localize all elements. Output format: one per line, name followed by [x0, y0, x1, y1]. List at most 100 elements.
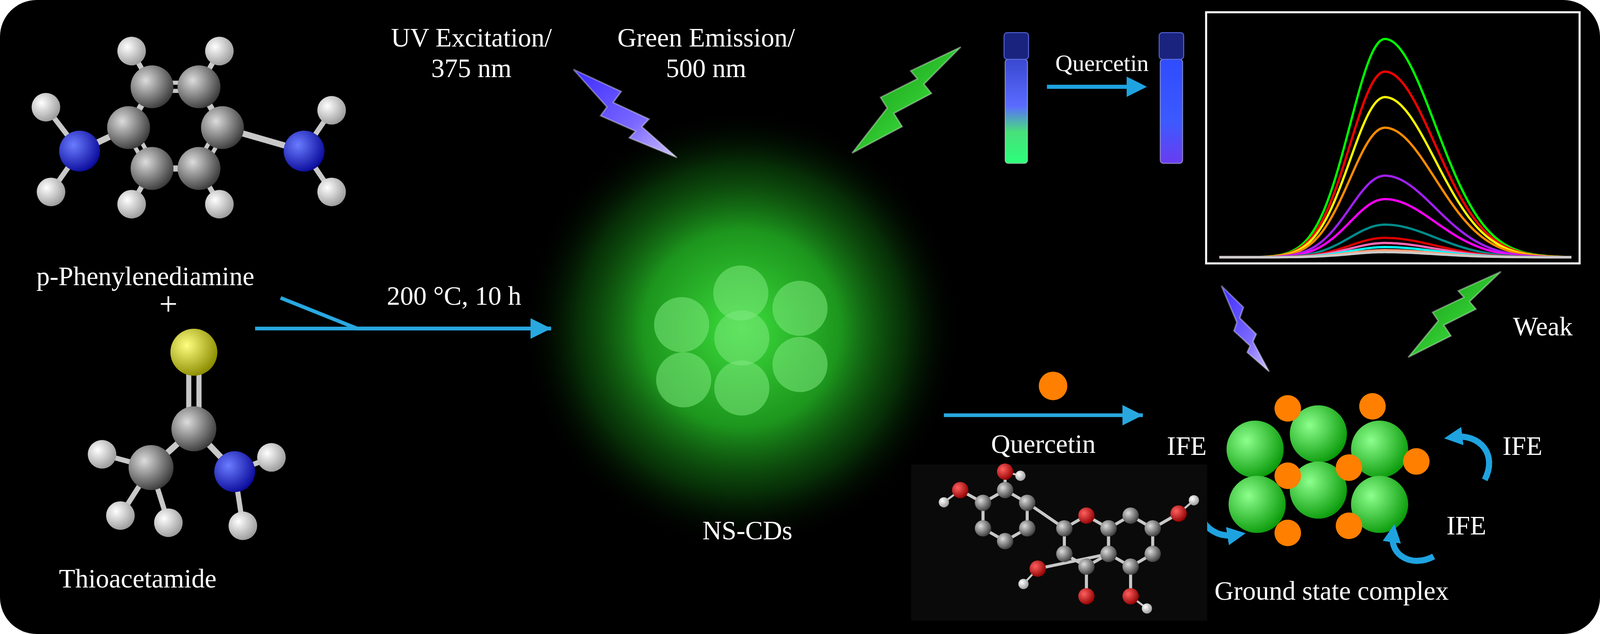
- atom: [974, 520, 992, 537]
- atom: [1170, 505, 1187, 522]
- atom: [171, 406, 217, 452]
- atom: [1144, 545, 1161, 563]
- edge-label: Quercetin: [991, 428, 1096, 460]
- reactant-molecule: p-Phenylenediamine: [10, 10, 281, 298]
- quercetin-dot: [1274, 462, 1301, 490]
- atom: [36, 177, 66, 207]
- molecule-panel: [911, 464, 1208, 622]
- atom: [1078, 558, 1095, 575]
- atom: [1018, 494, 1036, 511]
- spectrum-curve: [1219, 252, 1572, 258]
- spectrum-curve: [1219, 127, 1572, 258]
- vial-body: [1005, 59, 1028, 164]
- atom: [1078, 507, 1095, 524]
- atom: [996, 532, 1014, 550]
- atom: [996, 481, 1014, 499]
- atom: [128, 445, 174, 491]
- atom: [1100, 545, 1117, 563]
- carbon-dot: [1228, 475, 1286, 533]
- atom: [1100, 545, 1117, 563]
- atom: [1122, 558, 1139, 575]
- reactant-molecule: Thioacetamide: [20, 306, 256, 602]
- atom: [177, 65, 221, 109]
- uv-bolt: [1221, 286, 1270, 372]
- atom: [1029, 560, 1046, 577]
- ife-arrow: [1455, 436, 1490, 480]
- vial-cap: [1004, 32, 1029, 60]
- atom: [201, 106, 245, 149]
- atom: [938, 497, 950, 508]
- plus-sign: +: [159, 285, 178, 323]
- atom: [1056, 520, 1073, 537]
- quercetin-dot: [1335, 512, 1363, 540]
- atom: [1015, 470, 1026, 482]
- spectrum-curve: [1219, 97, 1572, 258]
- carbon-dot: [714, 360, 770, 416]
- node-label: Ground state complex: [1214, 575, 1449, 607]
- atom: [952, 481, 969, 499]
- atom: [170, 328, 218, 376]
- emission-bolt: [852, 46, 961, 154]
- atom: [107, 106, 151, 149]
- atom: [974, 494, 992, 511]
- carbon-dot: [772, 280, 828, 336]
- reaction-arrow: [255, 326, 551, 331]
- intensity-label: Weak: [1513, 311, 1573, 342]
- spectrum-curve: [1219, 237, 1572, 258]
- quercetin-dot: [1402, 448, 1430, 475]
- atom: [1122, 588, 1139, 605]
- atom: [31, 93, 61, 122]
- atom: [130, 146, 174, 190]
- atom: [87, 440, 117, 469]
- spectrum-curve: [1219, 39, 1572, 258]
- atom: [177, 146, 221, 190]
- atom: [154, 508, 183, 538]
- quercetin-dot: [1274, 519, 1301, 547]
- atom: [1100, 520, 1117, 537]
- spectrum-curve: [1219, 247, 1572, 258]
- atom: [283, 130, 325, 172]
- atom: [205, 36, 234, 66]
- atom: [996, 463, 1014, 480]
- atom: [1122, 507, 1139, 524]
- carbon-dot: [656, 352, 712, 408]
- atom: [117, 189, 147, 219]
- node-label: Thioacetamide: [58, 563, 217, 595]
- atom: [1018, 579, 1029, 590]
- emission-label: Green Emission/ 500 nm: [610, 22, 802, 84]
- spectrum-curve: [1219, 71, 1572, 258]
- ife-arrow: [1392, 534, 1434, 561]
- carbon-dots: NS-CDs: [550, 122, 944, 557]
- spectrum-curve: [1219, 250, 1572, 258]
- node-label: NS-CDs: [702, 515, 793, 546]
- mechanism-label: IFE: [1502, 430, 1543, 462]
- atom: [317, 95, 347, 125]
- atom: [257, 443, 286, 472]
- uv-bolt: [573, 69, 677, 158]
- atom: [317, 177, 347, 207]
- mechanism-label: IFE: [1446, 510, 1487, 541]
- emission-bolt: [1408, 271, 1502, 358]
- atom: [214, 451, 256, 493]
- process-arrow: [1047, 84, 1135, 89]
- spectrum-curve: [1219, 175, 1572, 258]
- atom: [1144, 520, 1161, 537]
- mechanism-label: IFE: [1166, 430, 1207, 462]
- atom: [117, 36, 147, 66]
- quercetin-dot: [1359, 392, 1386, 420]
- atom: [1100, 520, 1117, 537]
- atom: [205, 189, 234, 219]
- atom: [59, 130, 100, 172]
- carbon-dot: [714, 310, 770, 366]
- fluorescent-glow: [522, 109, 961, 549]
- excitation-label: UV Excitation/ 375 nm: [375, 22, 568, 84]
- vial-cap: [1159, 32, 1184, 60]
- bond: [1037, 554, 1109, 569]
- complex-cluster: Ground state complex: [1142, 387, 1521, 615]
- quercetin-dot: [1038, 371, 1068, 401]
- reaction-arrow: [943, 413, 1143, 418]
